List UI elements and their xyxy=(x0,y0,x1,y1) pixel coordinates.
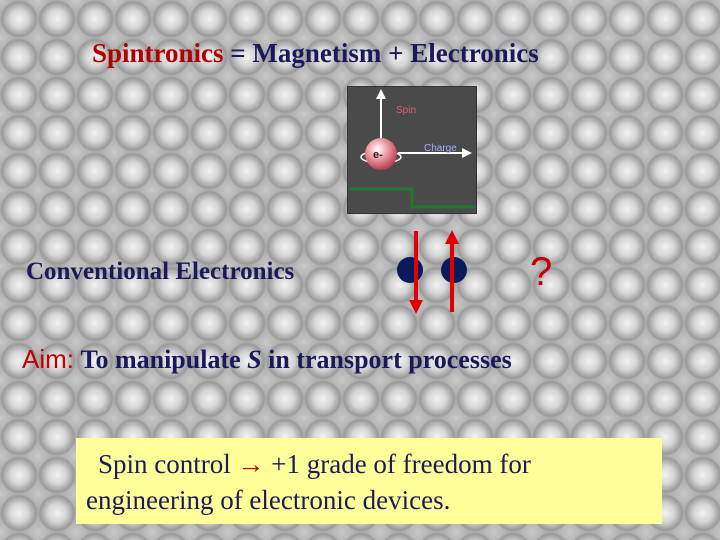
electron-label: e- xyxy=(373,149,383,161)
slide-title: Spintronics = Magnetism + Electronics xyxy=(92,38,539,69)
aim-text-after: in transport processes xyxy=(261,345,512,374)
spin-up-arrow-icon xyxy=(445,230,459,244)
aim-variable: S xyxy=(247,345,262,374)
electron-left-icon xyxy=(397,257,423,283)
title-equation: = Magnetism + Electronics xyxy=(223,38,539,68)
conventional-electronics-label: Conventional Electronics xyxy=(26,258,295,285)
spin-down-arrow-icon xyxy=(409,300,423,314)
question-mark: ? xyxy=(530,250,553,294)
spin-charge-illustration: Spin Charge e- xyxy=(350,89,476,209)
step-line xyxy=(350,187,476,209)
aim-text-before: To manipulate xyxy=(80,345,248,374)
spin-arrowhead-icon xyxy=(376,89,386,99)
spin-arrows-figure xyxy=(392,228,474,316)
spin-label: Spin xyxy=(396,105,416,116)
aim-statement: Aim: To manipulate S in transport proces… xyxy=(22,344,512,375)
box-line-2: engineering of electronic devices. xyxy=(86,485,451,515)
right-arrow-icon: → xyxy=(237,449,265,479)
charge-label: Charge xyxy=(424,143,457,154)
box-line1-end: +1 grade of freedom for xyxy=(264,449,531,479)
charge-arrowhead-icon xyxy=(462,148,472,158)
electron-sphere-icon xyxy=(365,138,397,170)
spin-up-down-icon xyxy=(397,230,467,314)
spin-control-box: Spin control → +1 grade of freedom for e… xyxy=(76,438,662,524)
title-spintronics: Spintronics xyxy=(92,38,224,68)
box-line1-start: Spin control xyxy=(98,449,238,479)
spin-charge-diagram: Spin Charge e- xyxy=(347,86,477,214)
aim-label: Aim: xyxy=(22,344,74,374)
box-line-1: Spin control → +1 grade of freedom for xyxy=(86,446,652,482)
